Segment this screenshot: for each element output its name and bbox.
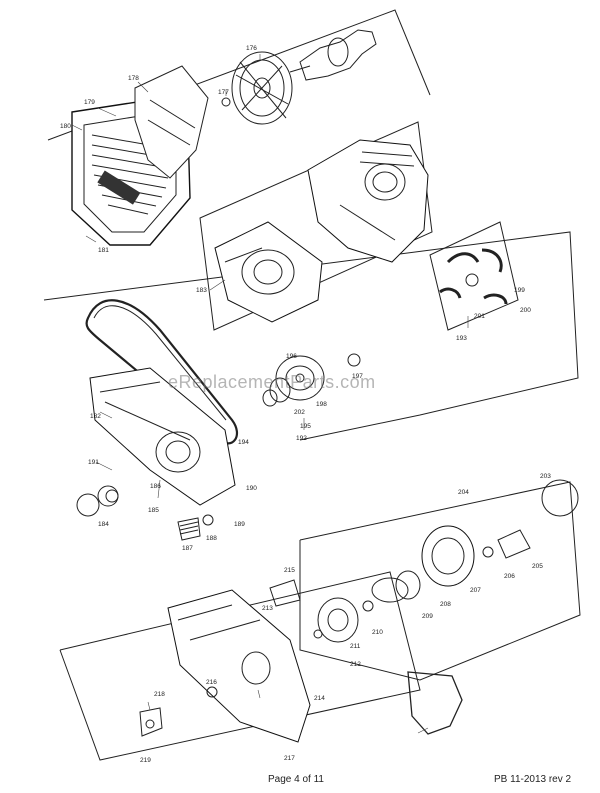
callout-212: 212 (350, 661, 361, 668)
clutch-shoes (439, 248, 508, 305)
callout-187: 187 (182, 545, 193, 552)
callout-202: 202 (294, 409, 305, 416)
callout-179: 179 (84, 99, 95, 106)
pulley (105, 489, 119, 503)
flywheel-nut (221, 97, 231, 107)
handle-bracket (139, 707, 163, 737)
recoil-reel (395, 570, 421, 600)
callout-200: 200 (520, 307, 531, 314)
callout-216: 216 (206, 679, 217, 686)
callout-178: 178 (128, 75, 139, 82)
flywheel (231, 51, 293, 125)
crankshaft (289, 29, 377, 81)
callout-209: 209 (422, 613, 433, 620)
callout-205: 205 (532, 563, 543, 570)
knob (206, 686, 218, 698)
callout-181: 181 (98, 247, 109, 254)
callout-195: 195 (300, 423, 311, 430)
callout-labels: 176 177 178 179 180 181 182 183 184 185 … (60, 45, 551, 764)
callout-190: 190 (246, 485, 257, 492)
bearing-seal (97, 485, 119, 507)
revision-label: PB 11-2013 rev 2 (494, 774, 572, 785)
callout-180: 180 (60, 123, 71, 130)
spring (177, 517, 201, 541)
guard-plate (269, 579, 301, 607)
callout-217: 217 (284, 755, 295, 762)
starter-handle (497, 529, 531, 559)
callout-183: 183 (196, 287, 207, 294)
recoil-spring (371, 577, 409, 603)
drum-washer (347, 353, 361, 367)
callout-208: 208 (440, 601, 451, 608)
cover-shroud (134, 65, 209, 179)
callout-194: 194 (238, 439, 249, 446)
cylinder-block (307, 139, 429, 263)
callout-210: 210 (372, 629, 383, 636)
hub-nut (313, 629, 323, 639)
callout-185: 185 (148, 507, 159, 514)
callout-219: 219 (140, 757, 151, 764)
crankcase-half (214, 221, 323, 323)
frame-starter (299, 481, 581, 681)
callout-203: 203 (540, 473, 551, 480)
callout-191: 191 (88, 459, 99, 466)
callout-214: 214 (314, 695, 325, 702)
frame-clutch-shoes (429, 221, 519, 331)
fan-hub (317, 597, 359, 643)
snap-ring (76, 493, 100, 517)
callout-197: 197 (352, 373, 363, 380)
callout-182: 182 (90, 413, 101, 420)
hub-washer (362, 600, 374, 612)
spring-cap (202, 514, 214, 526)
callout-177: 177 (218, 89, 229, 96)
callout-211: 211 (350, 643, 361, 650)
leader-lines (71, 54, 469, 734)
drive-belt (85, 299, 238, 445)
callout-193: 193 (456, 335, 467, 342)
callout-206: 206 (504, 573, 515, 580)
callout-207: 207 (470, 587, 481, 594)
frame-bottom (59, 571, 421, 761)
blade-guard (167, 589, 311, 743)
callout-196: 196 (286, 353, 297, 360)
callout-218: 218 (154, 691, 165, 698)
callout-204: 204 (458, 489, 469, 496)
starter-disc (541, 479, 579, 517)
clutch-drum (262, 355, 325, 407)
callout-199: 199 (514, 287, 525, 294)
callout-192: 192 (296, 435, 307, 442)
callout-215: 215 (284, 567, 295, 574)
callout-201: 201 (474, 313, 485, 320)
callout-176: 176 (246, 45, 257, 52)
callout-188: 188 (206, 535, 217, 542)
callout-189: 189 (234, 521, 245, 528)
starter-housing (421, 525, 475, 587)
watermark-text: eReplacementParts.com (168, 372, 376, 392)
callout-186: 186 (150, 483, 161, 490)
page-number: Page 4 of 11 (268, 774, 324, 785)
cutter-arm (89, 367, 236, 506)
callout-184: 184 (98, 521, 109, 528)
callout-213: 213 (262, 605, 273, 612)
callout-198: 198 (316, 401, 327, 408)
starter-washer (482, 546, 494, 558)
cover-gasket (407, 671, 463, 735)
